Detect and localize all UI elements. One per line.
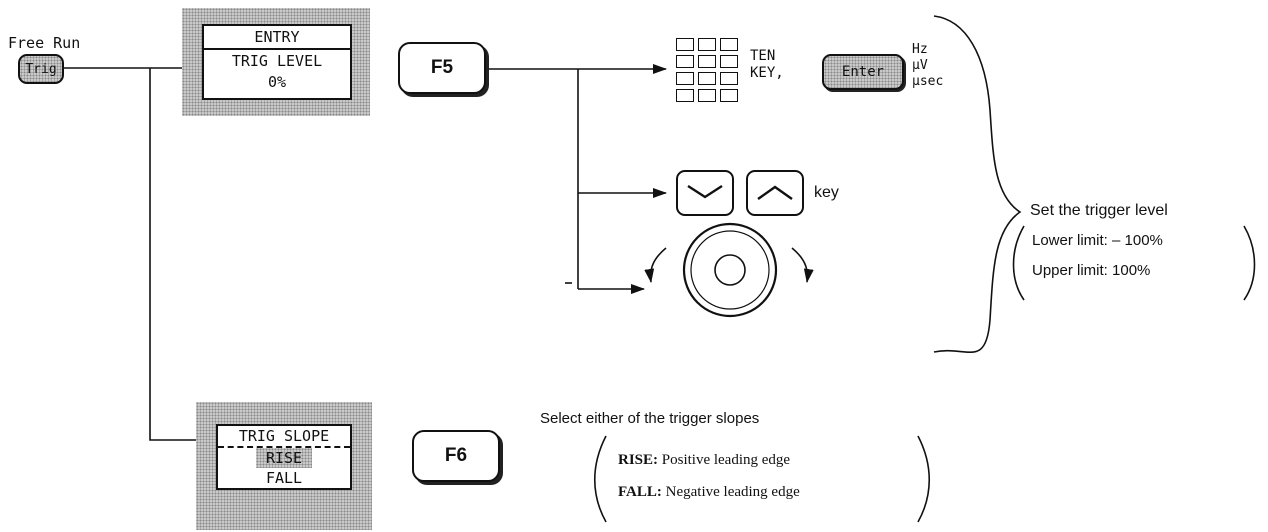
entry-display-panel: ENTRY TRIG LEVEL 0% bbox=[182, 8, 370, 116]
unit-usec: μsec bbox=[912, 74, 944, 89]
entry-title: ENTRY bbox=[204, 26, 350, 50]
f6-label: F6 bbox=[444, 445, 468, 466]
entry-trig-level-label: TRIG LEVEL bbox=[231, 52, 323, 70]
enter-key-label: Enter bbox=[841, 64, 885, 80]
up-key[interactable] bbox=[746, 170, 804, 216]
arrow-trig-to-slope bbox=[149, 68, 211, 445]
slope-display: TRIG SLOPE RISE FALL bbox=[216, 424, 352, 490]
slope-fall-option: FALL bbox=[265, 469, 303, 487]
units-list: Hz μV μsec bbox=[912, 42, 943, 90]
key-word: key bbox=[814, 184, 839, 201]
slope-display-panel: TRIG SLOPE RISE FALL bbox=[196, 402, 372, 530]
chevron-up-icon bbox=[757, 185, 793, 200]
f6-key[interactable]: F6 bbox=[412, 430, 500, 482]
set-trigger-level-text: Set the trigger level bbox=[1030, 202, 1168, 219]
slope-paren-left bbox=[593, 435, 607, 523]
fall-description: FALL: Negative leading edge bbox=[618, 484, 800, 501]
unit-uv: μV bbox=[912, 58, 928, 73]
knob-cw-arrow bbox=[791, 247, 814, 283]
trig-key[interactable]: Trig bbox=[18, 54, 64, 84]
unit-hz: Hz bbox=[912, 42, 928, 57]
rise-description: RISE: Positive leading edge bbox=[618, 452, 790, 469]
slope-paren-right bbox=[917, 435, 931, 523]
down-key[interactable] bbox=[676, 170, 734, 216]
slope-title: TRIG SLOPE bbox=[218, 426, 350, 448]
f5-key[interactable]: F5 bbox=[398, 42, 486, 94]
ten-key-label: TEN KEY, bbox=[750, 48, 784, 82]
free-run-label: Free Run bbox=[8, 34, 81, 52]
ten-key-pad-icon[interactable] bbox=[676, 38, 742, 108]
slope-rise-option: RISE bbox=[255, 448, 313, 468]
select-slopes-text: Select either of the trigger slopes bbox=[540, 410, 760, 427]
entry-trig-level-value: 0% bbox=[267, 73, 287, 91]
trig-key-label: Trig bbox=[25, 61, 57, 77]
brace-right bbox=[933, 15, 1022, 354]
fall-label: FALL: bbox=[618, 484, 662, 500]
lower-limit-text: Lower limit: – 100% bbox=[1032, 232, 1163, 249]
rotary-knob-icon bbox=[682, 222, 778, 318]
chevron-down-icon bbox=[687, 184, 723, 199]
upper-limit-text: Upper limit: 100% bbox=[1032, 262, 1151, 279]
f5-label: F5 bbox=[430, 57, 454, 78]
ten-key-line2: KEY, bbox=[750, 65, 784, 81]
limits-paren-left bbox=[1012, 225, 1025, 301]
rise-label: RISE: bbox=[618, 452, 659, 468]
fall-desc: Negative leading edge bbox=[665, 484, 800, 500]
enter-key[interactable]: Enter bbox=[822, 54, 904, 90]
knob-ccw-arrow bbox=[644, 247, 667, 283]
rise-desc: Positive leading edge bbox=[661, 452, 791, 468]
limits-paren-right bbox=[1243, 225, 1256, 301]
ten-key-line1: TEN bbox=[750, 48, 776, 64]
entry-display: ENTRY TRIG LEVEL 0% bbox=[202, 24, 352, 100]
